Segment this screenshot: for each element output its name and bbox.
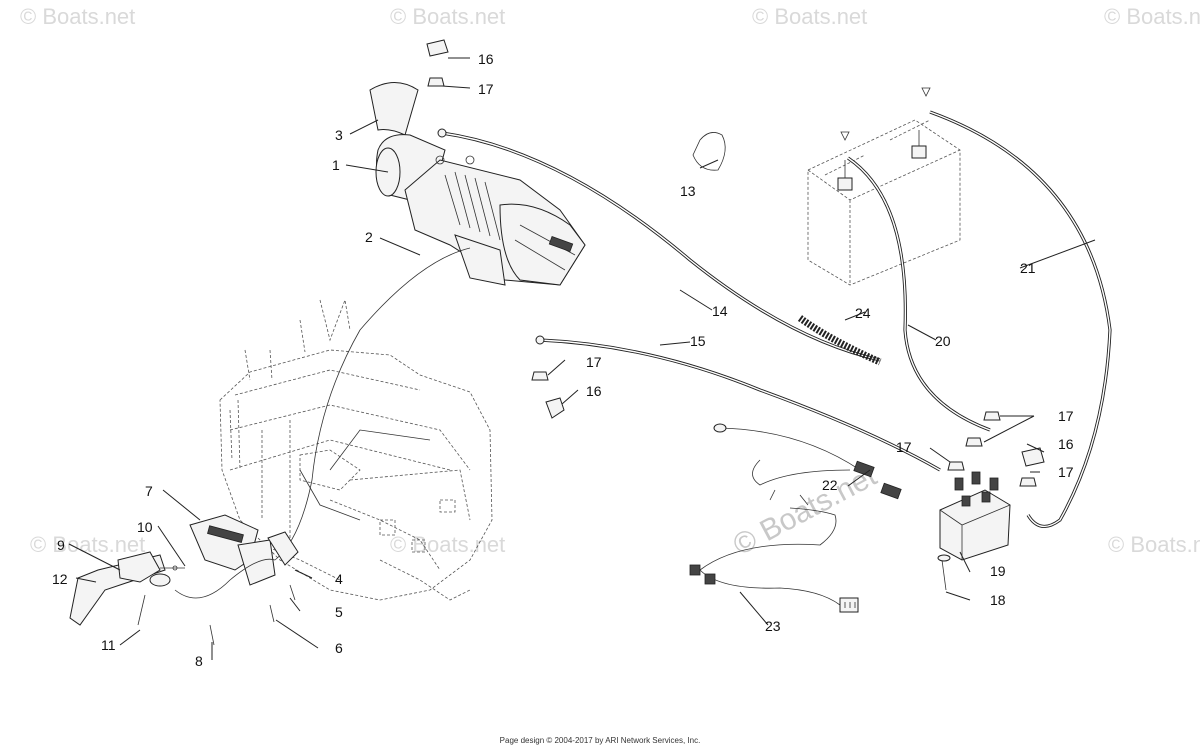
watermark-center: © Boats.net <box>390 532 505 557</box>
callout-20: 20 <box>935 333 951 349</box>
snap-ring-part <box>692 132 726 171</box>
callout-16-top: 16 <box>478 51 494 67</box>
callout-7: 7 <box>145 483 153 499</box>
callout-10: 10 <box>137 519 153 535</box>
footer-copyright: Page design © 2004-2017 by ARI Network S… <box>499 736 701 745</box>
callout-3: 3 <box>335 127 343 143</box>
battery-cables <box>847 110 1112 528</box>
callout-17-right-bottom: 17 <box>1058 464 1074 480</box>
callout-labels: 16 17 3 1 2 13 14 15 17 16 24 20 21 17 1… <box>52 51 1074 669</box>
watermark-top-right-2: © Boats.net <box>1104 4 1200 29</box>
callout-13: 13 <box>680 183 696 199</box>
switch-cable <box>274 247 471 561</box>
solenoid-part <box>937 471 1011 591</box>
callout-17-right-top: 17 <box>1058 408 1074 424</box>
callout-22: 22 <box>822 477 838 493</box>
callout-1: 1 <box>332 157 340 173</box>
callout-18: 18 <box>990 592 1006 608</box>
winch-assembly <box>369 82 586 286</box>
callout-17-top: 17 <box>478 81 494 97</box>
watermark-top-right-1: © Boats.net <box>752 4 867 29</box>
power-cables <box>437 128 941 472</box>
callout-11: 11 <box>101 637 116 653</box>
callout-17-solenoid: 17 <box>896 439 912 455</box>
callout-2: 2 <box>365 229 373 245</box>
callout-19: 19 <box>990 563 1006 579</box>
callout-5: 5 <box>335 604 343 620</box>
boots-and-nuts <box>426 39 1045 487</box>
watermark-right: © Boats.net <box>1108 532 1200 557</box>
callout-24: 24 <box>855 305 871 321</box>
watermark-top-center: © Boats.net <box>390 4 505 29</box>
callout-16-right: 16 <box>1058 436 1074 452</box>
callout-23: 23 <box>765 618 781 634</box>
callout-4: 4 <box>335 571 343 587</box>
callout-6: 6 <box>335 640 343 656</box>
callout-16-mid: 16 <box>586 383 602 399</box>
watermark-main: © Boats.net <box>728 459 883 562</box>
callout-12: 12 <box>52 571 68 587</box>
callout-14: 14 <box>712 303 728 319</box>
conduit-part <box>797 315 882 366</box>
callout-8: 8 <box>195 653 203 669</box>
handlebar-switch <box>69 514 299 646</box>
battery <box>807 87 961 286</box>
winch-cover-part <box>369 82 419 136</box>
watermark-left: © Boats.net <box>30 532 145 557</box>
callout-15: 15 <box>690 333 706 349</box>
callout-9: 9 <box>57 537 65 553</box>
callout-21: 21 <box>1020 260 1036 276</box>
callout-17-mid: 17 <box>586 354 602 370</box>
leader-lines <box>68 57 1096 660</box>
wiring-harness <box>689 423 902 613</box>
watermark-top-left: © Boats.net <box>20 4 135 29</box>
